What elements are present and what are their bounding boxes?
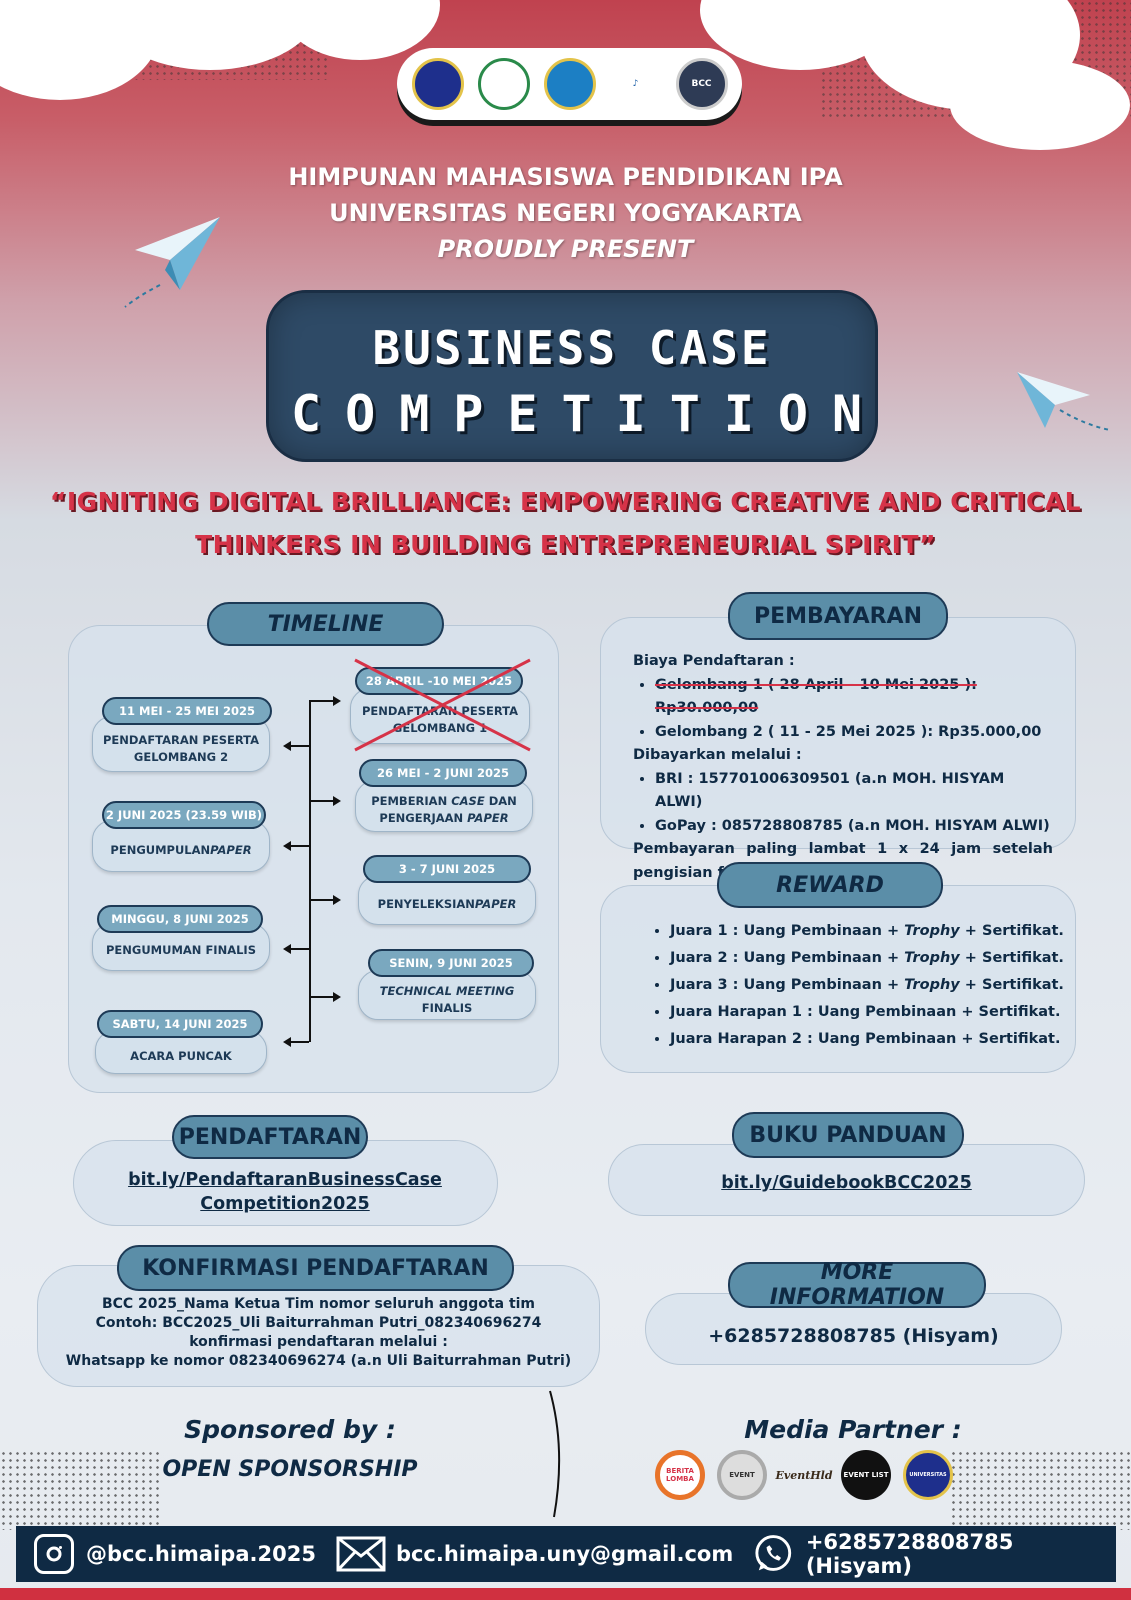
timeline-arrow — [283, 1037, 309, 1047]
proudly-present: PROUDLY PRESENT — [437, 235, 694, 263]
timeline-spine — [309, 700, 311, 1042]
sinfoni-logo-icon: ♪ — [609, 58, 662, 110]
bcc-logo-icon: BCC — [675, 58, 728, 110]
konfirmasi-heading: KONFIRMASI PENDAFTARAN — [117, 1245, 514, 1291]
timeline-arrow — [283, 741, 309, 751]
phone-contact[interactable]: +6285728808785 (Hisyam) — [753, 1530, 1116, 1578]
theme-line-2: THINKERS IN BUILDING ENTREPRENEURIAL SPI… — [195, 530, 936, 559]
instagram-contact[interactable]: @bcc.himaipa.2025 — [34, 1534, 316, 1574]
timeline-arrow — [309, 895, 341, 905]
email-contact[interactable]: bcc.himaipa.uny@gmail.com — [336, 1536, 733, 1572]
media-partner-logos: BERITA LOMBA EVENT EventHld EVENT LIST U… — [655, 1450, 953, 1500]
reward-item: Juara 2 : Uang Pembinaan + Trophy + Sert… — [670, 945, 1068, 972]
timeline-date: 28 APRIL -10 MEI 2025 — [355, 667, 523, 695]
reward-item: Juara Harapan 1 : Uang Pembinaan + Serti… — [670, 999, 1068, 1026]
himpunan-logo-icon — [477, 58, 530, 110]
timeline-arrow — [309, 796, 341, 806]
timeline-arrow — [283, 944, 309, 954]
halftone-bottom-left — [0, 1450, 160, 1530]
reward-item: Juara Harapan 2 : Uang Pembinaan + Serti… — [670, 1026, 1068, 1053]
timeline-arrow — [309, 696, 341, 706]
konfirmasi-details: BCC 2025_Nama Ketua Tim nomor seluruh an… — [65, 1296, 572, 1369]
timeline-date: 3 - 7 JUNI 2025 — [363, 855, 531, 883]
timeline-heading: TIMELINE — [207, 602, 444, 646]
organizer-line-1: HIMPUNAN MAHASISWA PENDIDIKAN IPA — [288, 163, 843, 191]
hima-ipa-logo-icon — [543, 58, 596, 110]
timeline-arrow — [283, 841, 309, 851]
event-list-logo-icon: EVENT LIST — [841, 1450, 891, 1500]
cancelled-cross-icon — [354, 658, 531, 752]
pembayaran-details: Biaya Pendaftaran : Gelombang 1 ( 28 Apr… — [633, 650, 1053, 885]
pendaftaran-heading: PENDAFTARAN — [172, 1115, 368, 1159]
whatsapp-icon — [755, 1535, 792, 1571]
timeline-date: SENIN, 9 JUNI 2025 — [368, 949, 534, 977]
reward-heading: REWARD — [717, 862, 943, 908]
pembayaran-panel — [600, 617, 1076, 849]
reward-list: Juara 1 : Uang Pembinaan + Trophy + Sert… — [648, 918, 1068, 1053]
paper-plane-icon — [124, 217, 220, 308]
timeline-desc: PEMBERIAN CASE DAN PENGERJAAN PAPER — [355, 780, 533, 832]
timeline-desc: TECHNICAL MEETING FINALIS — [358, 970, 536, 1020]
contact-footer: @bcc.himaipa.2025 bcc.himaipa.uny@gmail.… — [16, 1526, 1116, 1582]
timeline-date: 11 MEI - 25 MEI 2025 — [102, 697, 272, 725]
timeline-date: SABTU, 14 JUNI 2025 — [97, 1010, 263, 1038]
university-partner-logo-icon: UNIVERSITAS — [903, 1450, 953, 1500]
event-title-line-1: BUSINESS CASE — [372, 321, 772, 375]
timeline-date: MINGGU, 8 JUNI 2025 — [97, 905, 263, 933]
cloud-decoration — [950, 60, 1130, 150]
uny-logo-icon — [411, 58, 464, 110]
gelombang-1-price: Gelombang 1 ( 28 April - 10 Mei 2025 ): … — [655, 676, 977, 717]
halftone-bottom-right — [950, 1450, 1131, 1530]
sponsor-area: Sponsored by : OPEN SPONSORSHIP Media Pa… — [0, 1390, 1131, 1520]
registration-link[interactable]: bit.ly/PendaftaranBusinessCase Competiti… — [128, 1170, 442, 1214]
event-title-line-2: COMPETITION — [291, 385, 887, 443]
paper-plane-icon — [1017, 372, 1111, 431]
gelombang-2-price: Gelombang 2 ( 11 - 25 Mei 2025 ): Rp35.0… — [655, 723, 1042, 740]
timeline-arrow — [309, 992, 341, 1002]
pembayaran-heading: PEMBAYARAN — [728, 592, 948, 640]
event-title-box: BUSINESS CASE COMPETITION — [266, 290, 878, 462]
sponsor-value: OPEN SPONSORSHIP — [162, 1457, 418, 1482]
timeline-date: 2 JUNI 2025 (23.59 WIB) — [102, 801, 266, 829]
logo-bar: ♪ BCC — [397, 48, 742, 120]
divider-curve — [549, 1390, 561, 1518]
reward-item: Juara 3 : Uang Pembinaan + Trophy + Sert… — [670, 972, 1068, 999]
bottom-red-bar — [0, 1588, 1131, 1600]
timeline-desc: PENYELEKSIAN PAPER — [358, 875, 536, 925]
instagram-icon — [34, 1534, 74, 1574]
reward-panel — [600, 885, 1076, 1073]
timeline-desc: PENDAFTARAN PESERTA GELOMBANG 2 — [92, 716, 270, 772]
bri-account: BRI : 157701006309501 (a.n MOH. HISYAM A… — [655, 770, 1005, 811]
eventhld-logo-icon: EventHld — [775, 1468, 833, 1482]
media-partner-label: Media Partner : — [744, 1415, 962, 1444]
sponsor-label: Sponsored by : — [184, 1415, 396, 1444]
more-info-heading: MORE INFORMATION — [728, 1260, 986, 1310]
buku-panduan-heading: BUKU PANDUAN — [732, 1112, 964, 1158]
mail-icon — [336, 1536, 386, 1572]
guidebook-link[interactable]: bit.ly/GuidebookBCC2025 — [721, 1173, 972, 1193]
theme-line-1: “IGNITING DIGITAL BRILLIANCE: EMPOWERING… — [49, 487, 1082, 516]
gopay-account: GoPay : 085728808785 (a.n MOH. HISYAM AL… — [655, 817, 1050, 834]
event-search-logo-icon: EVENT — [717, 1450, 767, 1500]
contact-number: +6285728808785 (Hisyam) — [708, 1325, 999, 1347]
timeline-date: 26 MEI - 2 JUNI 2025 — [359, 759, 527, 787]
reward-item: Juara 1 : Uang Pembinaan + Trophy + Sert… — [670, 918, 1068, 945]
organizer-line-2: UNIVERSITAS NEGERI YOGYAKARTA — [329, 199, 802, 227]
berita-lomba-logo-icon: BERITA LOMBA — [655, 1450, 705, 1500]
